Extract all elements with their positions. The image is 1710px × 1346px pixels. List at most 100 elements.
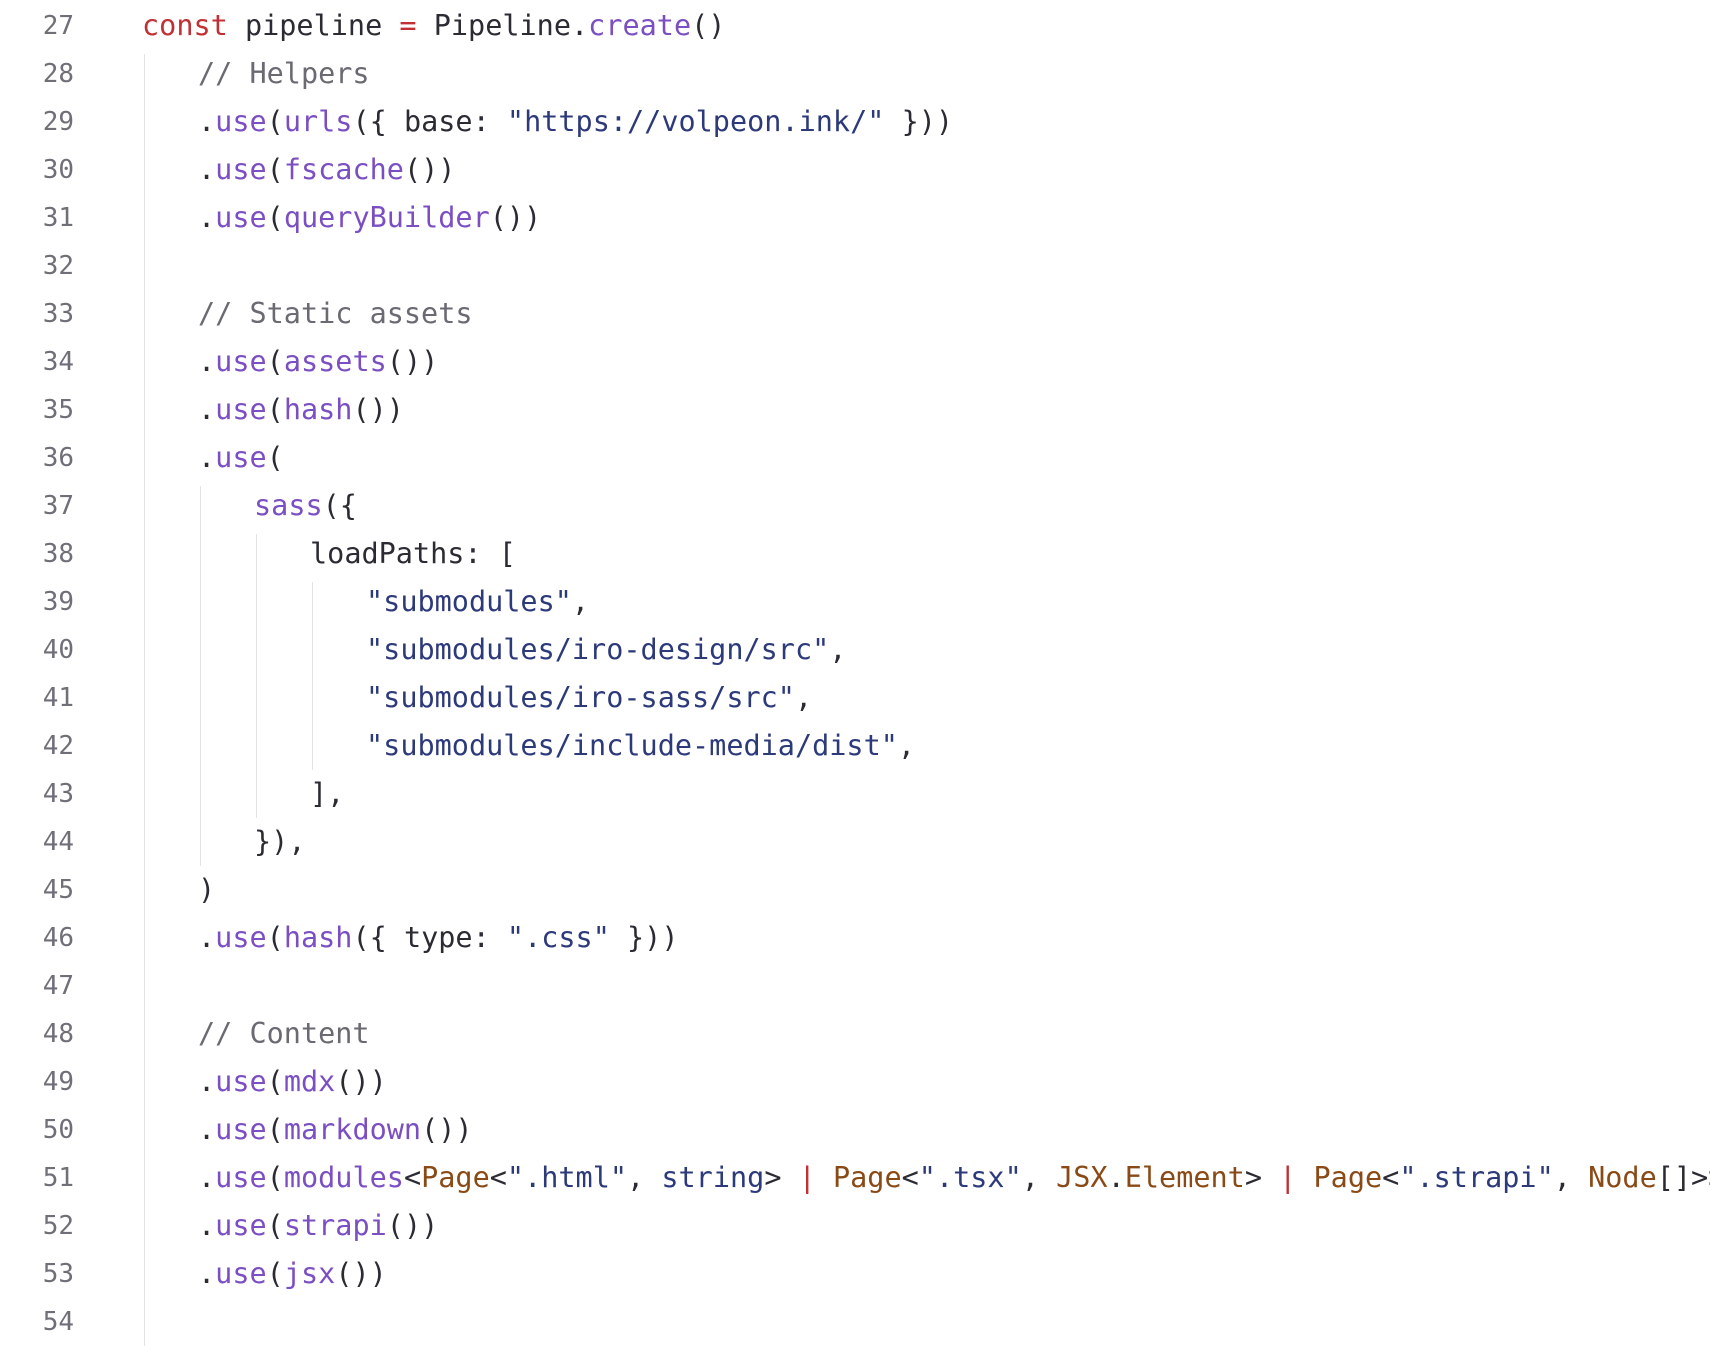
code-token: // Static assets — [198, 297, 473, 330]
line-number: 45 — [42, 875, 74, 905]
line-number: 50 — [42, 1115, 74, 1145]
code-token: . — [198, 105, 216, 138]
code-token: JSX — [1056, 1161, 1108, 1194]
code-token: () — [691, 9, 726, 42]
line-number: 54 — [42, 1307, 74, 1337]
indent-guide — [312, 582, 313, 770]
code-line[interactable]: 33// Static assets — [0, 290, 1710, 338]
code-line[interactable]: 28// Helpers — [0, 50, 1710, 98]
line-number: 41 — [42, 683, 74, 713]
code-token: , — [627, 1161, 662, 1194]
code-line[interactable]: 36.use( — [0, 434, 1710, 482]
code-line[interactable]: 40 "submodules/iro-design/src", — [0, 626, 1710, 674]
code-token: ( — [266, 441, 284, 474]
code-token: create — [588, 9, 692, 42]
code-token: mdx — [283, 1065, 336, 1098]
code-token: hash — [283, 393, 353, 426]
code-token: use — [215, 105, 267, 138]
code-token: = — [399, 9, 417, 42]
code-text: ) — [198, 866, 215, 914]
code-token: ".css" — [506, 921, 610, 954]
code-token: const — [142, 9, 228, 42]
code-text: }), — [254, 818, 305, 866]
code-token: , — [571, 585, 590, 618]
line-number: 35 — [42, 395, 74, 425]
code-token: > — [1244, 1161, 1280, 1194]
code-text: .use(queryBuilder()) — [198, 194, 541, 242]
code-line[interactable]: 49.use(mdx()) — [0, 1058, 1710, 1106]
code-token: ( — [266, 393, 284, 426]
code-token: "https://volpeon.ink/" — [506, 105, 885, 138]
code-token: ()) — [421, 1113, 473, 1146]
code-token: use — [215, 1113, 267, 1146]
indent-guide — [144, 54, 145, 1346]
code-line[interactable]: 50 .use(markdown()) — [0, 1106, 1710, 1154]
line-number: 44 — [42, 827, 74, 857]
code-line[interactable]: 52.use(strapi()) — [0, 1202, 1710, 1250]
code-token: . — [198, 1065, 216, 1098]
code-token: use — [215, 345, 267, 378]
code-text: .use(markdown()) — [198, 1106, 473, 1154]
code-token: > — [764, 1161, 799, 1194]
code-line[interactable]: 31 .use(queryBuilder()) — [0, 194, 1710, 242]
code-line[interactable]: 30.use(fscache()) — [0, 146, 1710, 194]
code-line[interactable]: 34.use(assets()) — [0, 338, 1710, 386]
code-token: ({ base: — [352, 105, 507, 138]
code-line[interactable]: 44}), — [0, 818, 1710, 866]
code-token: ()) — [352, 393, 404, 426]
code-token: ()) — [386, 345, 439, 378]
code-token: ( — [266, 105, 284, 138]
code-token: Pipeline. — [416, 9, 589, 42]
code-token: use — [215, 201, 267, 234]
code-line[interactable]: 53.use(jsx()) — [0, 1250, 1710, 1298]
code-token: . — [198, 1257, 216, 1290]
line-number: 36 — [42, 443, 74, 473]
code-token — [816, 1161, 833, 1194]
line-number: 53 — [42, 1259, 74, 1289]
code-token: < — [403, 1161, 422, 1194]
code-line[interactable]: 51.use(modules<Page<".html", string> | P… — [0, 1154, 1710, 1202]
code-line[interactable]: 35.use(hash()) — [0, 386, 1710, 434]
line-number: 31 — [42, 203, 74, 233]
code-token: use — [215, 153, 267, 186]
line-number: 42 — [42, 731, 74, 761]
code-token: , — [829, 633, 847, 666]
code-token: queryBuilder — [283, 201, 490, 234]
code-line[interactable]: 42"submodules/include-media/dist", — [0, 722, 1710, 770]
code-token: . — [198, 345, 216, 378]
indent-guide — [200, 486, 201, 866]
code-line[interactable]: 48// Content — [0, 1010, 1710, 1058]
code-line[interactable]: 39"submodules", — [0, 578, 1710, 626]
code-line[interactable]: 54 — [0, 1298, 1710, 1346]
code-line[interactable]: 32 — [0, 242, 1710, 290]
code-text: "submodules/iro-design/src", — [366, 626, 846, 674]
code-token: ()) — [335, 1257, 387, 1290]
code-token: , — [897, 729, 916, 762]
code-token: }), — [254, 825, 306, 858]
code-token: use — [215, 441, 267, 474]
code-line[interactable]: 41"submodules/iro-sass/src", — [0, 674, 1710, 722]
code-token: use — [215, 921, 267, 954]
code-line[interactable]: 29.use(urls({ base: "https://volpeon.ink… — [0, 98, 1710, 146]
code-line[interactable]: 46.use(hash({ type: ".css" })) — [0, 914, 1710, 962]
code-text: .use(fscache()) — [198, 146, 455, 194]
code-line[interactable]: 45) — [0, 866, 1710, 914]
code-token: ()) — [335, 1065, 387, 1098]
code-token: use — [215, 1161, 267, 1194]
code-line[interactable]: 43], — [0, 770, 1710, 818]
code-line[interactable]: 47 — [0, 962, 1710, 1010]
line-number: 40 — [42, 635, 74, 665]
code-token: Node — [1588, 1161, 1657, 1194]
code-token: jsx — [283, 1257, 336, 1290]
line-number: 28 — [42, 59, 74, 89]
line-number: 27 — [42, 11, 74, 41]
code-token: ({ — [322, 489, 357, 522]
code-token: ) — [198, 873, 216, 906]
code-token: string — [661, 1161, 765, 1194]
code-token: markdown — [283, 1113, 422, 1146]
line-number: 51 — [42, 1163, 74, 1193]
